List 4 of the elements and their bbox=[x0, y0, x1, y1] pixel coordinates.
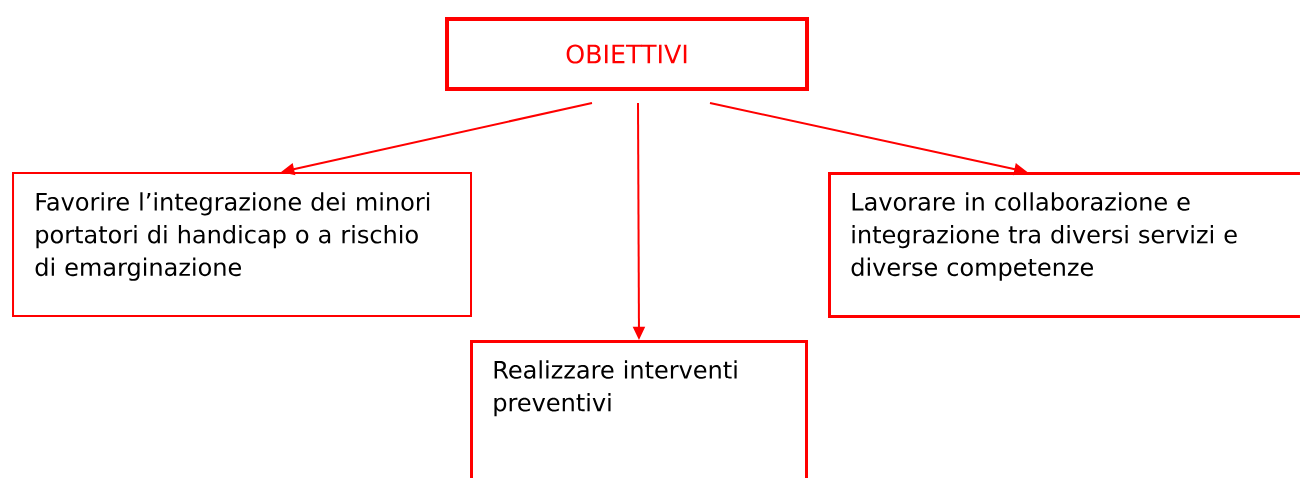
process-box: Realizzare interventi preventivi bbox=[470, 340, 808, 478]
process-box: Lavorare in collaborazione e integrazione tra diversi servizi e diverse competenze bbox=[828, 172, 1300, 318]
process-box: OBIETTIVI bbox=[445, 17, 809, 91]
process-box: Favorire l’integrazione dei minori portatori di handicap o a rischio di emarginazione bbox=[12, 172, 472, 317]
